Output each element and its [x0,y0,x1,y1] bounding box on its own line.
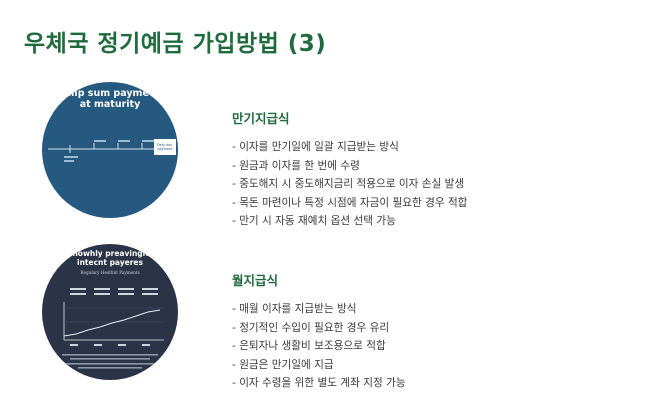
chart-tick-mark [118,344,126,346]
timeline-label-mark [118,140,130,142]
lump-sum-image-title: mp sum payme at maturity [68,88,152,110]
chart-header-mark [70,288,86,290]
timeline-label-mark [64,160,74,162]
chart-header-mark [94,288,110,290]
chart-line [63,309,161,337]
bullet-item: - 매월 이자를 지급받는 방식 [232,303,357,315]
chart-header-mark [70,293,86,295]
lump-sum-illustration: mp sum payme at maturity Defy lost payme… [42,82,178,218]
caption-mark [70,358,150,360]
bullet-item: - 원금과 이자를 한 번에 수령 [232,159,360,172]
page-title: 우체국 정기예금 가입방법 (3) [24,31,327,57]
monthly-payment-illustration: Showhly preavingle intecnt payeres Regul… [42,244,178,380]
lump-sum-graphic: mp sum payme at maturity Defy lost payme… [48,88,176,162]
bullet-item: - 목돈 마련이나 특정 시점에 자금이 필요한 경우 적합 [232,196,468,209]
timeline-label-mark [142,140,154,142]
bullet-item: - 만기 시 자동 재예치 옵션 선택 가능 [232,215,396,227]
caption-mark [66,363,154,365]
bullet-item: - 원금은 만기일에 지급 [232,358,334,371]
chart-tick-mark [70,344,78,346]
bullet-item: - 이자를 만기일에 일괄 지급받는 방식 [232,141,399,153]
monthly-payment-graphic: Showhly preavingle intecnt payeres Regul… [62,249,164,369]
chart-header-mark [142,293,158,295]
chart-header-mark [118,293,134,295]
chart-tick-mark [142,344,150,346]
monthly-image-subtitle: Regulary Hestlint Payments [80,270,139,275]
monthly-image-title: Showhly preavingle intecnt payeres [67,249,153,267]
bullet-list: - 매월 이자를 지급받는 방식 - 정기적인 수입이 필요한 경우 유리 - … [232,300,642,393]
lump-sum-box-label: Defy lost payment [157,143,173,151]
section-heading: 월지급식 [232,273,279,288]
bullet-item: - 정기적인 수입이 필요한 경우 유리 [232,321,390,334]
caption-mark [78,367,142,369]
timeline-label-mark [94,140,106,142]
chart-header-mark [142,288,158,290]
section-heading: 만기지급식 [232,111,290,126]
section-maturity-payment: 만기지급식 - 이자를 만기일에 일괄 지급받는 방식 - 원금과 이자를 한 … [232,108,642,231]
lump-sum-box [154,139,176,155]
caption-mark [62,354,158,356]
chart-tick-mark [94,344,102,346]
section-monthly-payment: 월지급식 - 매월 이자를 지급받는 방식 - 정기적인 수입이 필요한 경우 … [232,270,642,393]
timeline-label-mark [64,156,78,158]
bullet-item: - 은퇴자나 생활비 보조용으로 적합 [232,340,386,352]
chart-header-mark [118,288,134,290]
chart-header-mark [94,293,110,295]
bullet-item: - 이자 수령을 위한 별도 계좌 지정 가능 [232,377,406,389]
bullet-item: - 중도해지 시 중도해지금리 적용으로 이자 손실 발생 [232,178,465,190]
bullet-list: - 이자를 만기일에 일괄 지급받는 방식 - 원금과 이자를 한 번에 수령 … [232,138,642,231]
